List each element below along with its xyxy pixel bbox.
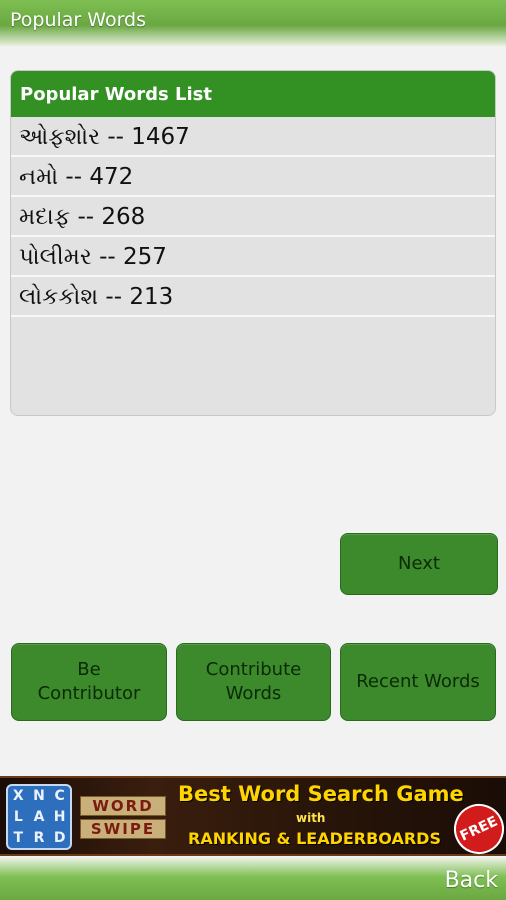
be-contributor-button[interactable]: Be Contributor [11, 643, 167, 721]
next-button[interactable]: Next [340, 533, 498, 595]
button-label: Words [225, 683, 282, 704]
list-item[interactable]: ઓફશોર -- 1467 [11, 117, 495, 157]
ad-with: with [296, 811, 326, 825]
ad-banner[interactable]: X N C L A H T R D WORD SWIPE Best Word S… [0, 776, 506, 856]
list-heading: Popular Words List [11, 71, 495, 117]
list-item[interactable]: પોલીમર -- 257 [11, 237, 495, 277]
recent-words-button[interactable]: Recent Words [340, 643, 496, 721]
word-grid-icon: X N C L A H T R D [6, 784, 72, 850]
grid-letter: R [33, 829, 45, 846]
grid-letter: C [54, 788, 65, 805]
popular-words-list: Popular Words List ઓફશોર -- 1467 નમો -- … [10, 70, 496, 416]
ad-headline: Best Word Search Game [178, 782, 464, 806]
bottom-bar: Back [0, 858, 506, 900]
page-title: Popular Words [10, 9, 147, 31]
contribute-words-button[interactable]: Contribute Words [176, 643, 331, 721]
grid-letter: L [13, 808, 23, 825]
back-button[interactable]: Back [444, 868, 498, 893]
button-label: Contribute [205, 659, 302, 680]
grid-letter: N [33, 788, 45, 805]
title-bar: Popular Words [0, 0, 506, 46]
list-item[interactable]: લોકકોશ -- 213 [11, 277, 495, 317]
list-item[interactable]: નમો -- 472 [11, 157, 495, 197]
button-label: Contributor [37, 683, 141, 704]
grid-letter: X [12, 788, 24, 805]
word-swipe-logo: WORD SWIPE [80, 796, 166, 839]
list-item[interactable]: મદાફ -- 268 [11, 197, 495, 237]
grid-letter: D [53, 829, 66, 846]
button-label: Be [77, 659, 101, 680]
grid-letter: A [33, 808, 45, 825]
grid-letter: T [13, 829, 24, 846]
grid-letter: H [53, 808, 66, 825]
logo-line: WORD [80, 796, 166, 816]
ad-subline: RANKING & LEADERBOARDS [188, 829, 441, 848]
logo-line: SWIPE [80, 819, 166, 839]
